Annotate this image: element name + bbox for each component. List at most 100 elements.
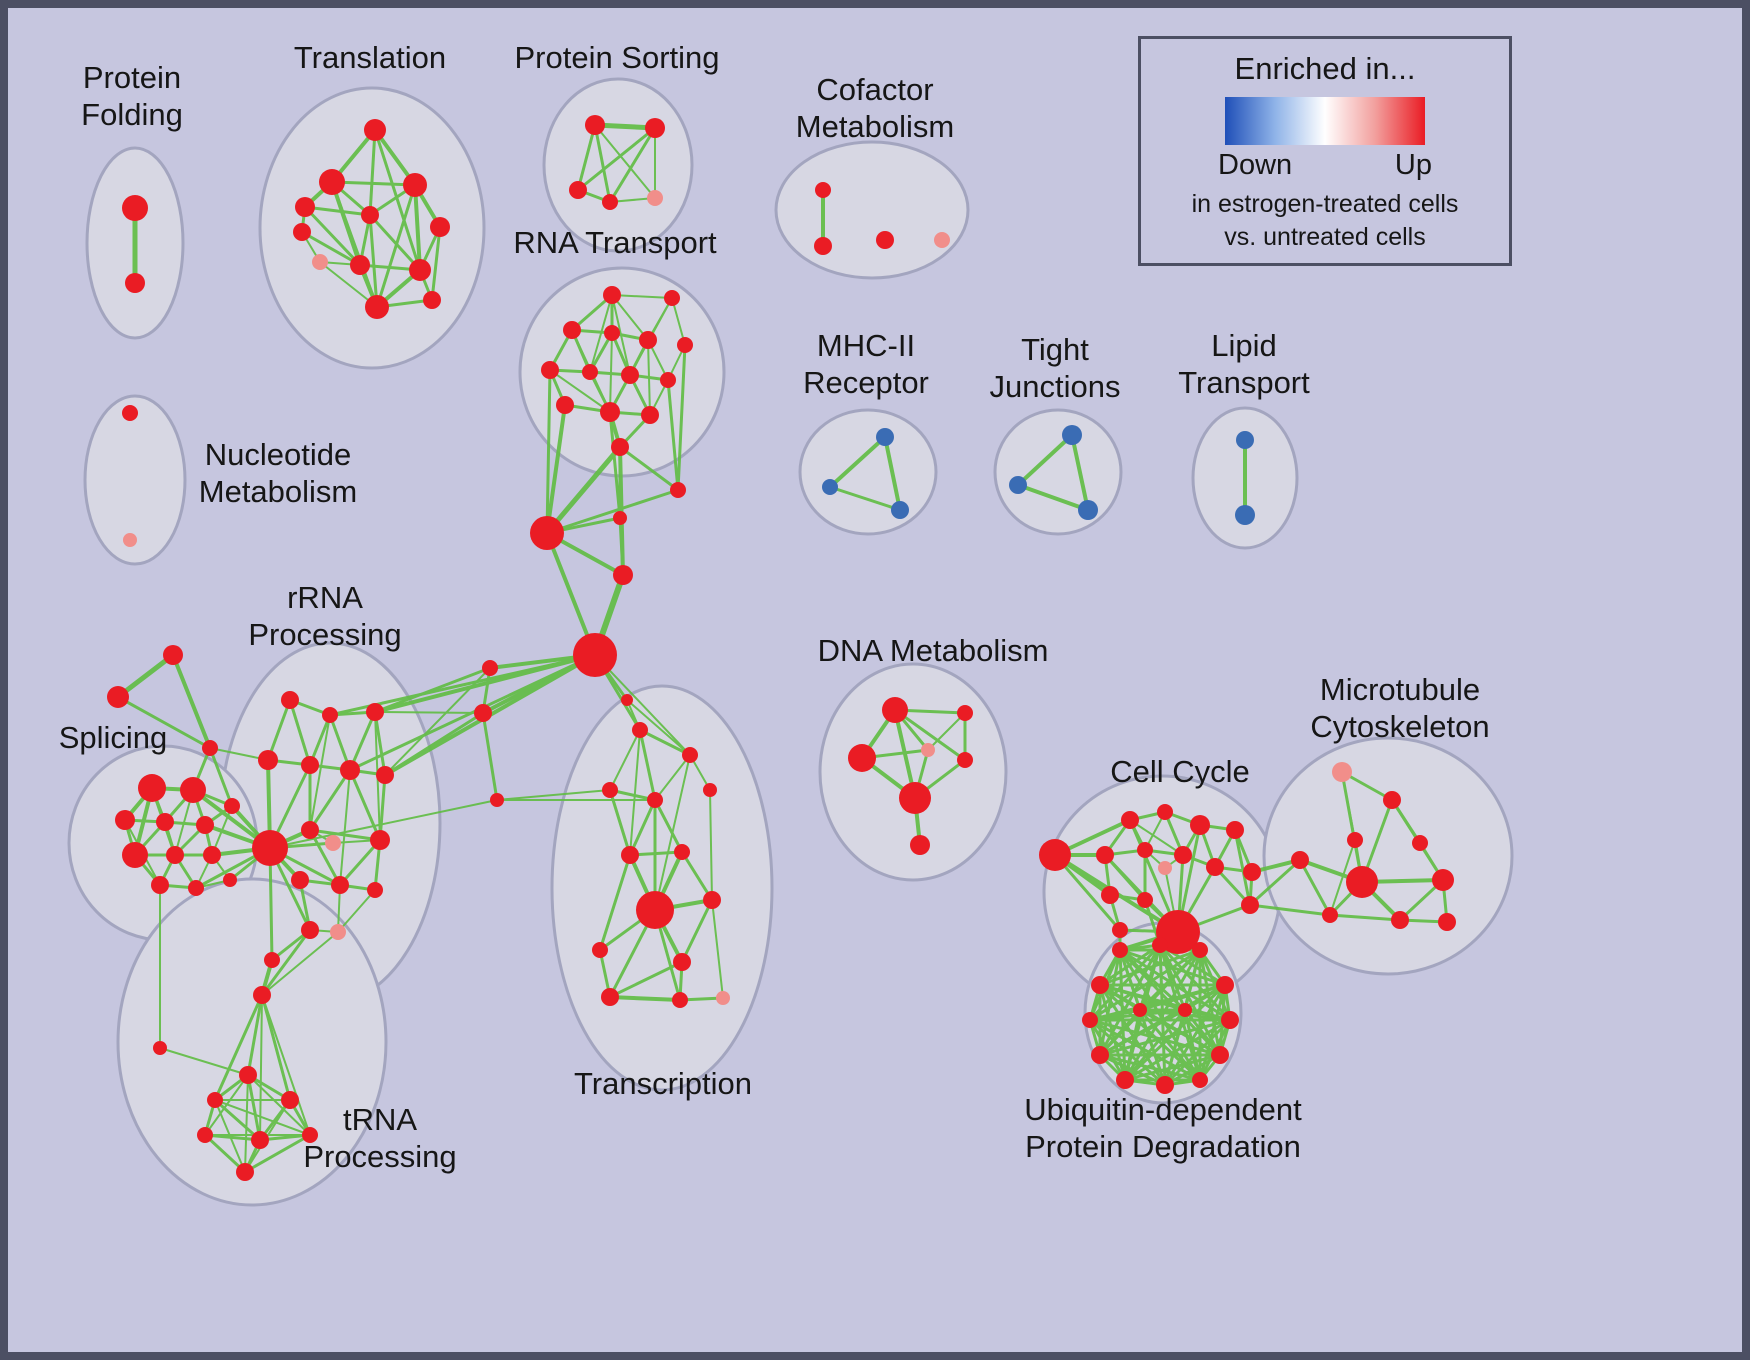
network-edge	[116, 695, 212, 750]
network-node	[1082, 1012, 1098, 1028]
network-edge	[413, 183, 422, 272]
cluster-label-cofactor-metabolism: Cofactor	[816, 72, 933, 107]
network-edge	[159, 1047, 249, 1076]
cluster-label-protein-folding: Folding	[81, 97, 183, 132]
cluster-label-mhc-ii-receptor: Receptor	[803, 365, 929, 400]
network-edge	[545, 488, 680, 535]
network-node	[107, 686, 129, 708]
network-edge	[1123, 1008, 1142, 1082]
network-node	[1346, 866, 1378, 898]
network-node	[1432, 869, 1454, 891]
network-edge	[1298, 858, 1332, 917]
network-edge	[330, 180, 417, 187]
network-node	[281, 1091, 299, 1109]
network-node	[350, 255, 370, 275]
network-node	[891, 501, 909, 519]
network-edge	[609, 729, 641, 791]
network-node	[1091, 1046, 1109, 1064]
network-node	[258, 750, 278, 770]
network-edge	[1098, 1008, 1142, 1057]
network-edge	[893, 708, 967, 762]
network-node	[703, 783, 717, 797]
network-node	[814, 237, 832, 255]
network-node	[573, 633, 617, 677]
network-node	[848, 744, 876, 772]
network-edge	[1183, 1008, 1222, 1057]
network-edge	[1138, 1008, 1167, 1087]
network-node	[639, 331, 657, 349]
network-node	[1347, 832, 1363, 848]
network-node	[236, 1163, 254, 1181]
network-node	[197, 1127, 213, 1143]
network-edge	[368, 213, 379, 309]
network-edge	[608, 126, 657, 204]
cluster-label-lipid-transport: Lipid	[1211, 328, 1277, 363]
cluster-label-cofactor-metabolism: Metabolism	[796, 109, 955, 144]
cluster-label-trna-processing: tRNA	[343, 1102, 417, 1137]
network-edge	[626, 699, 691, 756]
network-edge	[244, 1074, 249, 1173]
network-node	[1158, 861, 1172, 875]
network-edge	[214, 1099, 311, 1136]
network-edge	[1329, 839, 1356, 916]
network-node	[264, 952, 280, 968]
network-edge	[1138, 1008, 1202, 1082]
network-edge	[308, 828, 342, 887]
network-edge	[373, 666, 492, 714]
network-node	[600, 402, 620, 422]
network-edge	[260, 993, 292, 1102]
network-edge	[592, 122, 658, 131]
network-node	[621, 366, 639, 384]
network-node	[636, 891, 674, 929]
network-node	[370, 830, 390, 850]
network-edge	[1098, 948, 1202, 987]
cluster-label-rrna-processing: Processing	[248, 617, 401, 652]
network-edge	[1328, 913, 1402, 922]
network-node	[1190, 815, 1210, 835]
network-node	[122, 195, 148, 221]
network-node	[660, 372, 676, 388]
network-edge	[927, 712, 966, 751]
network-node	[301, 756, 319, 774]
network-edge	[883, 435, 902, 512]
network-edge	[1118, 948, 1142, 1012]
network-node	[123, 533, 137, 547]
network-node	[253, 986, 271, 1004]
network-edge	[680, 850, 714, 902]
network-edge	[828, 435, 887, 489]
legend-title: Enriched in...	[1234, 51, 1416, 86]
network-edge	[243, 1133, 312, 1174]
cluster-label-microtubule-cytoskeleton: Cytoskeleton	[1310, 709, 1489, 744]
network-edge	[203, 1133, 247, 1174]
network-edge	[629, 729, 641, 856]
network-edge	[208, 746, 234, 808]
network-edge	[828, 485, 902, 512]
network-node	[592, 942, 608, 958]
network-node	[295, 197, 315, 217]
network-node	[1096, 846, 1114, 864]
network-node	[1438, 913, 1456, 931]
cluster-label-cell-cycle: Cell Cycle	[1110, 754, 1250, 789]
network-node	[281, 691, 299, 709]
cluster-label-ubiquitin-dependent-protein-degradation: Ubiquitin-dependent	[1024, 1092, 1302, 1127]
network-edge	[1088, 943, 1162, 1022]
network-node	[1236, 431, 1254, 449]
network-edge	[1098, 1008, 1187, 1057]
network-edge	[1098, 983, 1187, 1012]
network-node	[223, 873, 237, 887]
network-node	[361, 206, 379, 224]
network-edge	[303, 205, 372, 217]
network-edge	[373, 653, 597, 714]
network-edge	[260, 928, 312, 997]
network-node	[251, 1131, 269, 1149]
network-node	[604, 325, 620, 341]
network-edge	[654, 754, 691, 801]
network-edge	[608, 788, 632, 857]
network-edge	[338, 838, 382, 887]
network-edge	[608, 960, 684, 999]
network-node	[703, 891, 721, 909]
network-node	[556, 396, 574, 414]
network-node	[1291, 851, 1309, 869]
network-edge	[303, 205, 362, 267]
